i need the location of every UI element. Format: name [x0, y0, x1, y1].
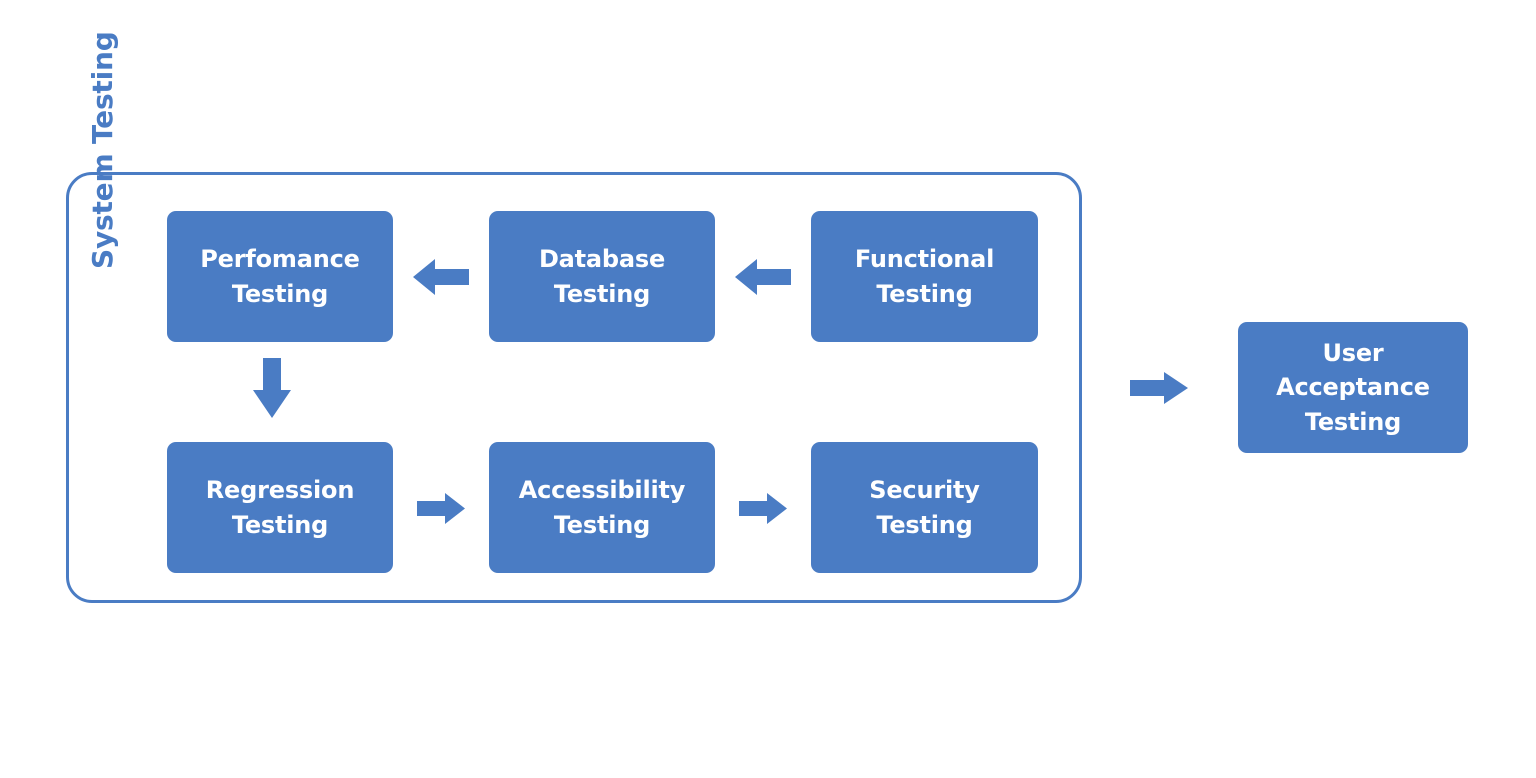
node-uat-line2: Acceptance — [1276, 373, 1430, 402]
node-functional-line1: Functional — [854, 245, 995, 274]
node-accessibility-line2: Testing — [553, 510, 651, 539]
node-accessibility-line1: Accessibility — [518, 476, 686, 505]
node-database-line1: Database — [538, 245, 666, 274]
arrow-right-icon-regression-to-accessibility — [417, 492, 465, 525]
node-functional-testing[interactable]: Functional Testing — [811, 211, 1038, 342]
arrow-left-icon-database-to-performance — [413, 258, 469, 296]
node-database-line2: Testing — [553, 279, 651, 308]
node-uat-line3: Testing — [1304, 407, 1402, 436]
node-accessibility-testing[interactable]: Accessibility Testing — [489, 442, 715, 573]
system-testing-group-label: System Testing — [85, 31, 119, 269]
node-regression-line2: Testing — [231, 510, 329, 539]
node-functional-line2: Testing — [876, 279, 973, 308]
node-security-testing[interactable]: Security Testing — [811, 442, 1038, 573]
node-user-acceptance-testing[interactable]: User Acceptance Testing — [1238, 322, 1468, 453]
node-performance-line1: Perfomance — [200, 245, 360, 274]
node-performance-line2: Testing — [231, 279, 329, 308]
node-security-line1: Security — [869, 476, 980, 505]
arrow-left-icon-functional-to-database — [735, 258, 791, 296]
node-security-line2: Testing — [876, 510, 973, 539]
arrow-right-icon-system-to-uat — [1130, 371, 1188, 405]
node-regression-line1: Regression — [205, 476, 355, 505]
arrow-down-icon-performance-to-regression — [252, 358, 292, 418]
node-regression-testing[interactable]: Regression Testing — [167, 442, 393, 573]
node-database-testing[interactable]: Database Testing — [489, 211, 715, 342]
node-uat-line1: User — [1322, 339, 1384, 368]
node-performance-testing[interactable]: Perfomance Testing — [167, 211, 393, 342]
arrow-right-icon-accessibility-to-security — [739, 492, 787, 525]
